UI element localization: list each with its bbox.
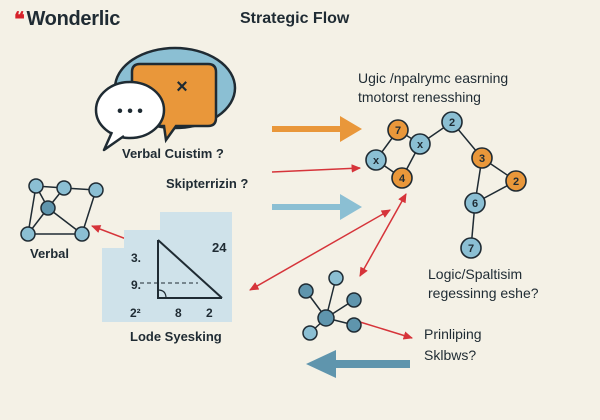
graph-node: 6 bbox=[464, 192, 486, 214]
graph-node-circle bbox=[391, 167, 413, 189]
white-bubble-tail bbox=[102, 131, 125, 152]
graph-node: 2 bbox=[505, 170, 527, 192]
graph-node-circle bbox=[460, 237, 482, 259]
graph-node-circle bbox=[464, 192, 486, 214]
graph-node: 4 bbox=[391, 167, 413, 189]
graph-node: 7 bbox=[460, 237, 482, 259]
graph-nodes: 7 x x 4 2 3 2 6 7 bbox=[365, 111, 527, 259]
graph-node-label: 7 bbox=[395, 125, 401, 137]
geometry-card-bg bbox=[102, 212, 232, 322]
graph-node: x bbox=[365, 149, 387, 171]
graph-node-circle bbox=[441, 111, 463, 133]
card-number-8: 8 bbox=[175, 306, 182, 320]
graph-node-label: 4 bbox=[399, 173, 406, 185]
card-number-22: 2² bbox=[130, 306, 141, 320]
red-arrow-prinliping bbox=[359, 321, 414, 340]
graph-node-label: 2 bbox=[513, 176, 519, 188]
card-number-24: 24 bbox=[212, 240, 227, 255]
graph-node: 2 bbox=[441, 111, 463, 133]
graph-node-circle bbox=[365, 149, 387, 171]
graph-node-label: x bbox=[373, 155, 380, 167]
graph-node-label: 2 bbox=[449, 117, 455, 129]
graph-node-circle bbox=[471, 147, 493, 169]
orange-bubble-x-icon: × bbox=[176, 76, 188, 98]
graph-node: 3 bbox=[471, 147, 493, 169]
triangle-legs bbox=[157, 240, 222, 299]
card-number-3: 3. bbox=[131, 251, 141, 265]
diagram-title: Strategic Flow bbox=[240, 10, 350, 27]
graph-node-label: x bbox=[417, 139, 424, 151]
geometry-card: 24 3. 9. 2² 8 2 bbox=[102, 212, 232, 322]
label-skipterrizin: Skipterrizin ? bbox=[166, 176, 249, 191]
graph-node-circle bbox=[387, 119, 409, 141]
label-lode-syesking: Lode Syesking bbox=[130, 329, 222, 344]
teal-flow-arrow-icon bbox=[306, 350, 410, 378]
dots-icon: • • • bbox=[117, 103, 143, 120]
wonderlic-logo-mark-icon: ❝ bbox=[14, 8, 25, 31]
card-number-2: 2 bbox=[206, 306, 213, 320]
label-logic-line1: Logic/Spaltisim bbox=[428, 266, 523, 282]
brand-name: Wonderlic bbox=[26, 8, 121, 30]
verbal-network-icon bbox=[20, 178, 104, 242]
graph-node-label: 3 bbox=[479, 153, 485, 165]
red-arrow-skipterrizin bbox=[271, 164, 362, 173]
label-verbal-cuistim: Verbal Cuistim ? bbox=[122, 146, 224, 161]
brand: ❝ Wonderlic bbox=[14, 8, 120, 31]
cluster-network-icon bbox=[298, 270, 362, 341]
label-ugic-line2: tmotorst renesshing bbox=[358, 89, 481, 105]
label-ugic-line1: Ugic /npalrymc easrning bbox=[358, 70, 509, 86]
label-sklbws: Sklbws? bbox=[424, 347, 477, 363]
label-verbal: Verbal bbox=[30, 246, 70, 261]
graph-node: 7 bbox=[387, 119, 409, 141]
graph-node-label: 7 bbox=[468, 243, 474, 255]
label-logic-line2: regessinng eshe? bbox=[428, 285, 539, 301]
red-arrow-card-graph bbox=[249, 209, 391, 291]
speech-bubbles-icon: × • • • bbox=[94, 46, 237, 152]
triangle-angle-mark bbox=[157, 289, 167, 299]
card-number-9: 9. bbox=[131, 278, 141, 292]
red-arrow-cluster-graph bbox=[359, 193, 407, 277]
graph-node: x bbox=[409, 133, 431, 155]
graph-node-circle bbox=[505, 170, 527, 192]
graph-node-circle bbox=[409, 133, 431, 155]
triangle-hypotenuse bbox=[157, 239, 223, 299]
orange-flow-arrow-icon bbox=[272, 116, 362, 142]
blue-flow-arrow-icon bbox=[272, 194, 362, 220]
graph-node-label: 6 bbox=[472, 198, 478, 210]
label-prinliping: Prinliping bbox=[424, 326, 482, 342]
white-bubble bbox=[94, 80, 166, 140]
